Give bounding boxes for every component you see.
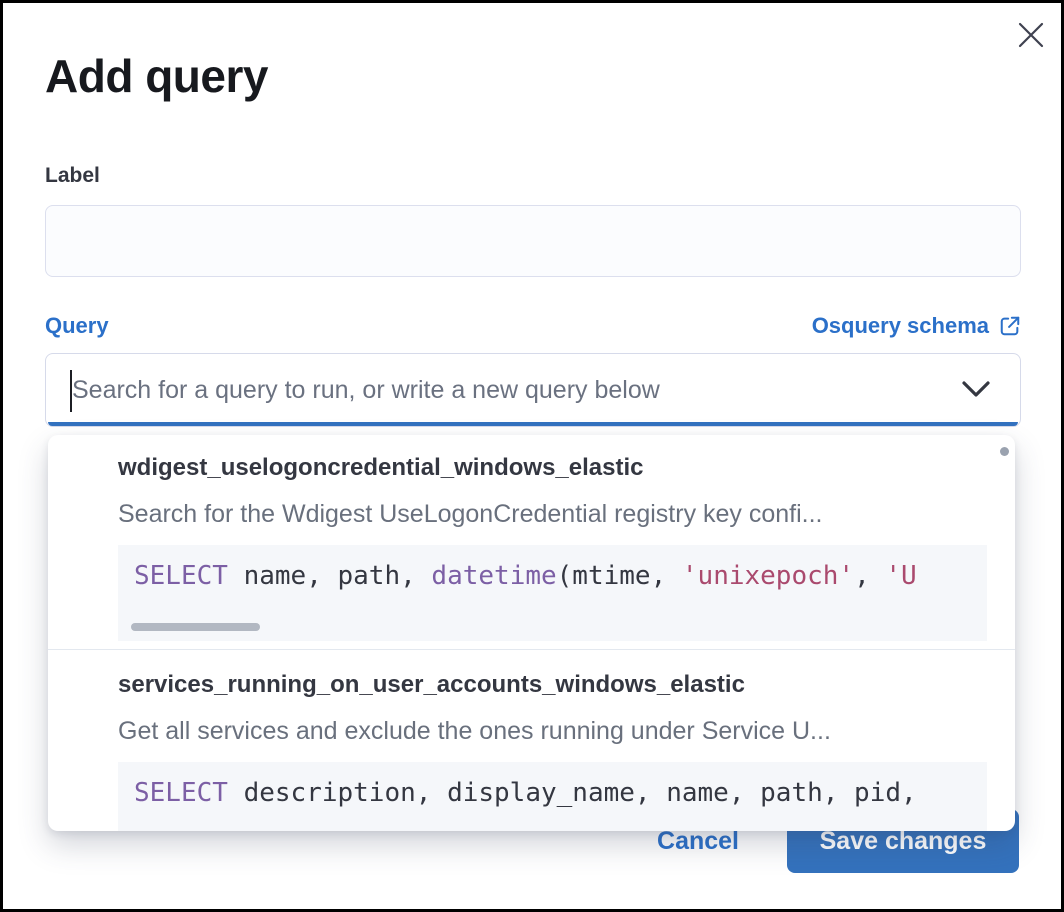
osquery-schema-link[interactable]: Osquery schema bbox=[812, 313, 1021, 339]
query-option-services[interactable]: services_running_on_user_accounts_window… bbox=[48, 650, 1015, 831]
cancel-button[interactable]: Cancel bbox=[657, 826, 739, 855]
close-button[interactable] bbox=[1011, 15, 1051, 55]
query-suggestions-dropdown: wdigest_uselogoncredential_windows_elast… bbox=[48, 435, 1015, 831]
query-search-input[interactable] bbox=[72, 354, 922, 426]
close-icon bbox=[1016, 20, 1046, 50]
label-field-label: Label bbox=[45, 164, 100, 187]
query-field-label: Query bbox=[45, 313, 109, 338]
focus-underline bbox=[48, 422, 1018, 426]
option-divider bbox=[48, 649, 1015, 650]
external-link-icon bbox=[999, 315, 1021, 337]
query-option-title: services_running_on_user_accounts_window… bbox=[118, 671, 745, 698]
query-option-wdigest[interactable]: wdigest_uselogoncredential_windows_elast… bbox=[48, 435, 1015, 641]
osquery-schema-link-label: Osquery schema bbox=[811, 313, 989, 338]
query-code-preview: SELECT name, path, datetime(mtime, 'unix… bbox=[118, 545, 987, 641]
query-option-description: Get all services and exclude the ones ru… bbox=[118, 717, 831, 745]
query-option-description: Search for the Wdigest UseLogonCredentia… bbox=[118, 500, 823, 528]
page-title: Add query bbox=[45, 50, 268, 102]
sql-code-line: SELECT description, display_name, name, … bbox=[134, 778, 917, 808]
label-input[interactable] bbox=[45, 205, 1021, 277]
horizontal-scrollbar-thumb[interactable] bbox=[131, 623, 260, 631]
query-field-header: Query Osquery schema bbox=[45, 313, 1021, 339]
query-code-preview: SELECT description, display_name, name, … bbox=[118, 762, 987, 831]
sql-code-line: SELECT name, path, datetime(mtime, 'unix… bbox=[134, 561, 917, 591]
text-caret bbox=[70, 370, 72, 412]
query-combobox[interactable] bbox=[45, 353, 1021, 427]
vertical-scrollbar-thumb[interactable] bbox=[1000, 447, 1009, 456]
query-option-title: wdigest_uselogoncredential_windows_elast… bbox=[118, 454, 644, 481]
chevron-down-icon[interactable] bbox=[960, 378, 992, 400]
